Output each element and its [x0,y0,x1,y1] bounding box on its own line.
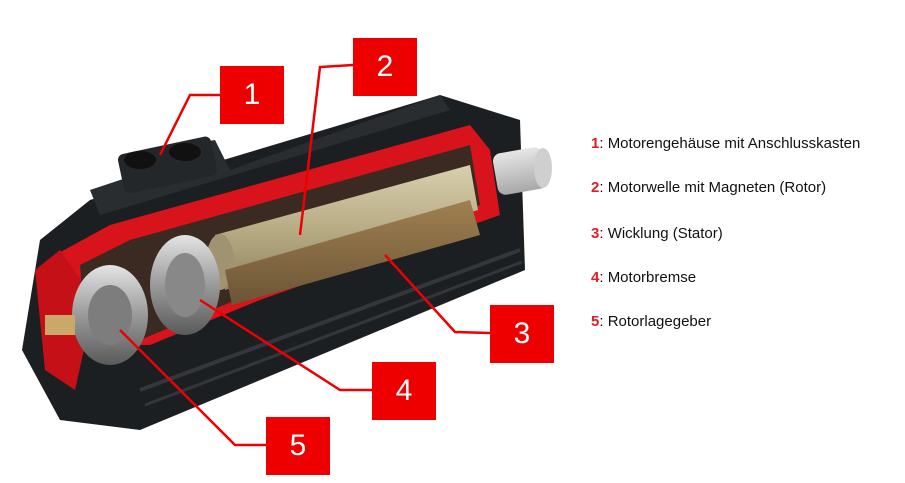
legend-label: Rotorlagegeber [607,313,712,330]
leader-line-3 [384,254,491,335]
legend-number: 3 [591,225,600,242]
legend-item-4: 4: Motorbremse [591,269,696,286]
leader-line-1 [158,93,220,156]
callout-1: 1 [220,66,284,124]
callout-2-number: 2 [376,50,394,83]
legend-label: Motorwelle mit Magneten (Rotor) [607,179,827,196]
callout-4: 4 [372,362,436,420]
legend-label: Motorengehäuse mit Anschlusskasten [607,135,861,152]
callout-3: 3 [490,305,554,363]
legend-number: 5 [591,313,600,330]
legend-number: 2 [591,179,600,196]
motor-interior [45,145,480,365]
callout-2: 2 [353,38,417,96]
legend-item-2: 2: Motorwelle mit Magneten (Rotor) [591,179,826,196]
legend-separator: : [599,135,604,152]
legend-item-3: 3: Wicklung (Stator) [591,225,723,242]
legend-separator: : [599,313,604,330]
legend-separator: : [599,225,604,242]
leader-line-4 [199,298,372,392]
legend-number: 1 [591,135,600,152]
legend-label: Wicklung (Stator) [607,225,723,242]
leader-line-5 [119,329,266,447]
leader-line-2 [298,63,354,236]
legend-item-1: 1: Motorengehäuse mit Anschlusskasten [591,135,860,152]
callout-5: 5 [266,417,330,475]
callout-1-number: 1 [243,78,261,111]
callout-3-number: 3 [513,317,531,350]
leader-lines [119,63,491,447]
legend-item-5: 5: Rotorlagegeber [591,313,711,330]
legend-separator: : [599,179,604,196]
callout-4-number: 4 [395,374,413,407]
legend-number: 4 [591,269,600,286]
legend-separator: : [599,269,604,286]
legend-label: Motorbremse [607,269,697,286]
callout-5-number: 5 [289,429,307,462]
